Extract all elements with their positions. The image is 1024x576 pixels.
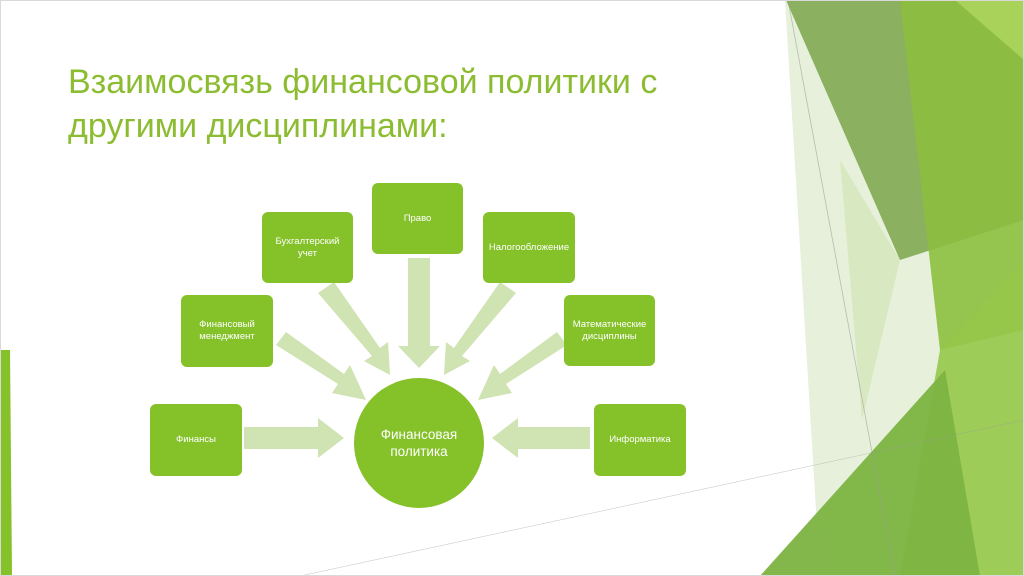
node-law: Право xyxy=(372,183,463,254)
node-finance: Финансы xyxy=(150,404,242,476)
node-math-label: Математические дисциплины xyxy=(572,318,647,342)
node-informatics-label: Информатика xyxy=(609,434,671,445)
node-law-label: Право xyxy=(403,213,432,224)
arrow-law xyxy=(398,258,440,368)
node-informatics: Информатика xyxy=(594,404,686,476)
arrow-informatics xyxy=(492,418,590,458)
node-fin-management: Финансовый менеджмент xyxy=(181,295,273,367)
slide-title: Взаимосвязь финансовой политики с другим… xyxy=(68,63,658,145)
arrow-finance xyxy=(244,418,344,458)
node-taxation-label: Налогообложение xyxy=(488,241,570,253)
center-node: Финансовая политика xyxy=(354,378,484,508)
arrow-accounting xyxy=(318,282,390,375)
node-finance-label: Финансы xyxy=(176,434,216,445)
arrow-math xyxy=(478,332,567,400)
arrow-fin-management xyxy=(276,332,366,400)
node-accounting-label: Бухгалтерский учет xyxy=(275,235,340,259)
node-fin-management-label: Финансовый менеджмент xyxy=(199,319,255,342)
node-math: Математические дисциплины xyxy=(564,295,655,366)
center-node-label: Финансовая политика xyxy=(380,427,458,459)
arrow-taxation xyxy=(444,282,516,375)
node-accounting: Бухгалтерский учет xyxy=(262,212,353,283)
node-taxation: Налогообложение xyxy=(483,212,575,283)
